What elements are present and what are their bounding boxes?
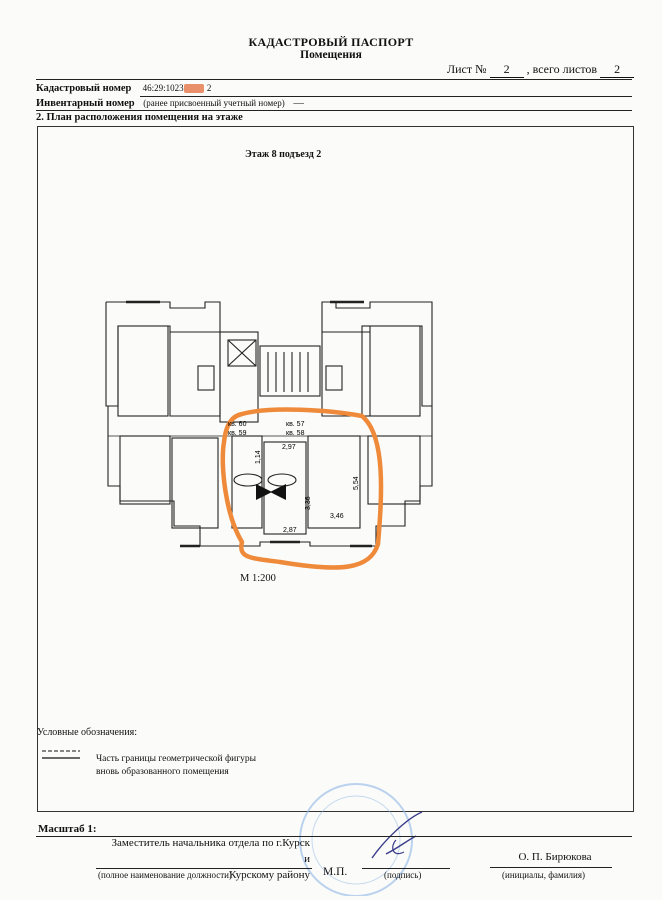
signature-caption: (подпись) [384, 870, 422, 880]
flat-label-58: кв. 58 [286, 430, 305, 437]
stamp-seal [299, 783, 423, 896]
cadastral-row: Кадастровый номер 46:29:1023 2 [36, 83, 212, 94]
scale-caption: Масштаб 1: [38, 823, 97, 835]
left-stair-core [169, 332, 221, 417]
sheets-total: 2 [600, 62, 635, 78]
highlight-boundary [220, 407, 384, 570]
left-room-bottom [119, 435, 171, 505]
left-room-mid [171, 437, 219, 529]
right-room-top [361, 325, 421, 417]
position-line-2: Курскому району [229, 869, 310, 881]
legend-text: Часть границы геометрической фигуры внов… [96, 753, 256, 779]
flat-label-59: кв. 59 [228, 430, 247, 437]
inventory-value: — [293, 98, 304, 109]
section-label: 2. План расположения помещения на этаже [36, 112, 243, 123]
inventory-label: Инвентарный номер [36, 98, 135, 109]
signature-stroke [371, 811, 423, 859]
sheet-separator: , [526, 62, 530, 76]
flat-59-room [231, 435, 263, 529]
position-title: Заместитель начальника отдела по г.Курск… [110, 835, 310, 883]
position-caption: (полное наименование должности) [98, 870, 232, 880]
legend-line-1: Часть границы геометрической фигуры [96, 754, 257, 764]
dimension-label: 1,14 [255, 450, 262, 464]
sheet-prefix: Лист № [447, 62, 487, 76]
flat-label-57: кв. 57 [286, 421, 305, 428]
dimension-label: 2,97 [282, 444, 296, 451]
sheets-total-prefix: всего листов [532, 62, 598, 76]
elevator-shaft [227, 339, 257, 367]
section-row: 2. План расположения помещения на этаже [36, 112, 243, 123]
building-outline [106, 301, 433, 547]
sheet-info: Лист № 2 , всего листов 2 [447, 62, 635, 78]
legend-symbol [42, 750, 80, 759]
dimension-label: 3,46 [330, 513, 344, 520]
plan-frame [37, 126, 634, 812]
stairwell [259, 345, 321, 397]
floor-plan: кв. 60 кв. 59 кв. 57 кв. 58 2,97 1,14 3,… [105, 300, 433, 570]
plan-scale: М 1:200 [240, 573, 276, 584]
cadastral-value: 46:29:1023 [142, 83, 184, 93]
document-subtitle: Помещения [300, 49, 362, 61]
left-room-top [117, 325, 169, 417]
dimension-label: 3,36 [305, 496, 312, 510]
name-caption: (инициалы, фамилия) [502, 870, 585, 880]
inventory-row: Инвентарный номер (ранее присвоенный уче… [36, 98, 304, 109]
stamp-label: М.П. [323, 866, 348, 878]
floor-caption: Этаж 8 подъезд 2 [245, 149, 322, 160]
document-title: КАДАСТРОВЫЙ ПАСПОРТ [248, 35, 414, 49]
dimension-label: 5,54 [353, 476, 360, 490]
right-stair-core [321, 332, 371, 417]
redaction-mark [184, 84, 205, 94]
signer-name: О. П. Бирюкова [518, 851, 592, 863]
sheet-number: 2 [489, 62, 524, 78]
flat-label-60: кв. 60 [228, 421, 247, 428]
legend-title: Условные обозначения: [37, 727, 138, 738]
inventory-note: (ранее присвоенный учетный номер) [143, 98, 285, 108]
cadastral-label: Кадастровый номер [36, 83, 132, 94]
legend-line-2: вновь образованного помещения [96, 767, 229, 777]
position-line-1: Заместитель начальника отдела по г.Курск… [111, 837, 310, 865]
dimension-label: 2,87 [283, 527, 297, 534]
